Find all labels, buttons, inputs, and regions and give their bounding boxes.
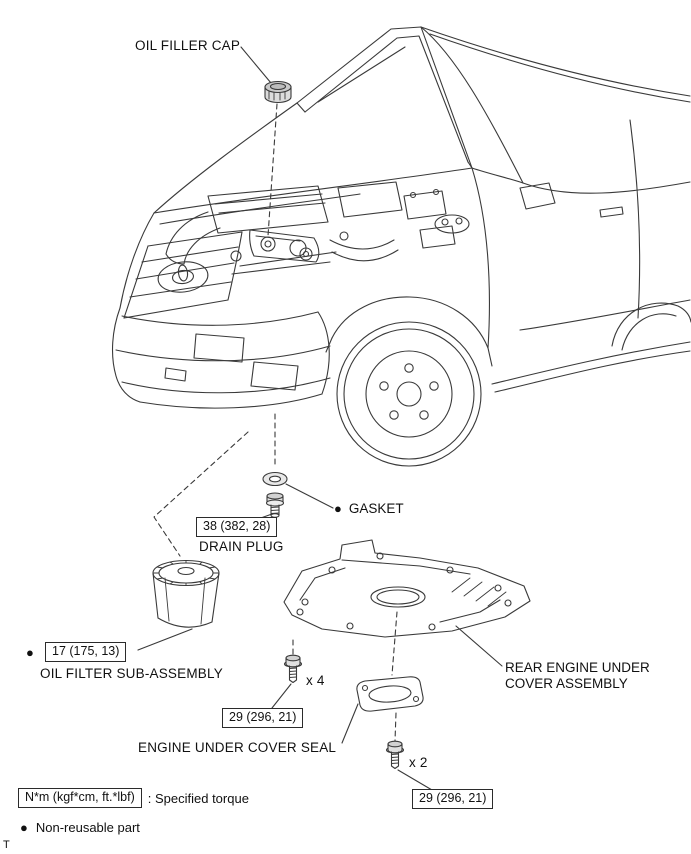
brand-emblem (157, 261, 209, 293)
front-fascia (115, 229, 331, 409)
non-reusable-text: Non-reusable part (35, 820, 140, 835)
dash-cap-to-engine (267, 103, 278, 237)
dash-to-oil-filter (153, 431, 249, 557)
torque-units-box: N*m (kgf*cm, ft.*lbf) (18, 788, 142, 808)
rear-cover-label: REAR ENGINE UNDER COVER ASSEMBLY (505, 660, 650, 692)
under-cover-seal-label: ENGINE UNDER COVER SEAL (138, 740, 337, 755)
non-reusable-marker: ● (20, 820, 28, 835)
oil-filter-drawing (152, 559, 220, 628)
under-cover-drawing (283, 539, 531, 638)
leader-bolt4-torque (271, 683, 292, 709)
drain-plug-label: DRAIN PLUG (199, 539, 284, 554)
front-wheel (336, 321, 482, 467)
torque-units-desc: : Specified torque (147, 790, 249, 806)
under-cover-front-torque-spec: 29 (296, 21) (222, 708, 304, 728)
engine-oil-filler-port (260, 236, 276, 252)
leader-gasket (285, 483, 334, 509)
leader-bolt2-torque (397, 769, 433, 791)
front-bolts-quantity: x 4 (306, 673, 325, 688)
leader-oil-filler-cap (240, 46, 272, 84)
oil-filter-label: OIL FILTER SUB-ASSEMBLY (40, 666, 223, 681)
oil-filler-cap-drawing (264, 80, 292, 104)
leader-seal-label (341, 703, 359, 744)
vehicle-body-outline (112, 26, 691, 403)
gasket-drawing (262, 471, 288, 487)
leader-oil-filter-torque (137, 628, 193, 651)
under-cover-seal-drawing (356, 676, 424, 712)
drain-plug-torque-spec: 38 (382, 28) (196, 517, 278, 537)
non-reusable-marker: ● (26, 645, 34, 660)
drain-plug-drawing (265, 492, 285, 518)
non-reusable-legend: ● Non-reusable part (20, 820, 140, 835)
page-mark: T (3, 839, 10, 851)
cover-bolt-rear (385, 740, 405, 770)
gasket-label-row: ● GASKET (334, 501, 404, 516)
leader-rear-cover (455, 625, 503, 667)
dash-cover-to-seal (391, 611, 398, 676)
gasket-label: GASKET (348, 501, 404, 516)
oil-filter-torque-spec: 17 (175, 13) (45, 642, 127, 662)
oil-filler-cap-label: OIL FILLER CAP (135, 38, 241, 53)
rear-cover-label-line2: COVER ASSEMBLY (505, 676, 628, 691)
torque-legend: N*m (kgf*cm, ft.*lbf) : Specified torque (18, 788, 249, 808)
rear-bolts-quantity: x 2 (409, 755, 428, 770)
under-cover-rear-torque-spec: 29 (296, 21) (412, 789, 494, 809)
engine-bay (153, 167, 473, 275)
cover-bolt-front (283, 654, 303, 684)
dashed-leaders (153, 103, 398, 742)
non-reusable-marker: ● (334, 501, 342, 516)
dash-seal-to-bolt2 (394, 712, 397, 742)
rear-cover-label-line1: REAR ENGINE UNDER (505, 660, 650, 675)
